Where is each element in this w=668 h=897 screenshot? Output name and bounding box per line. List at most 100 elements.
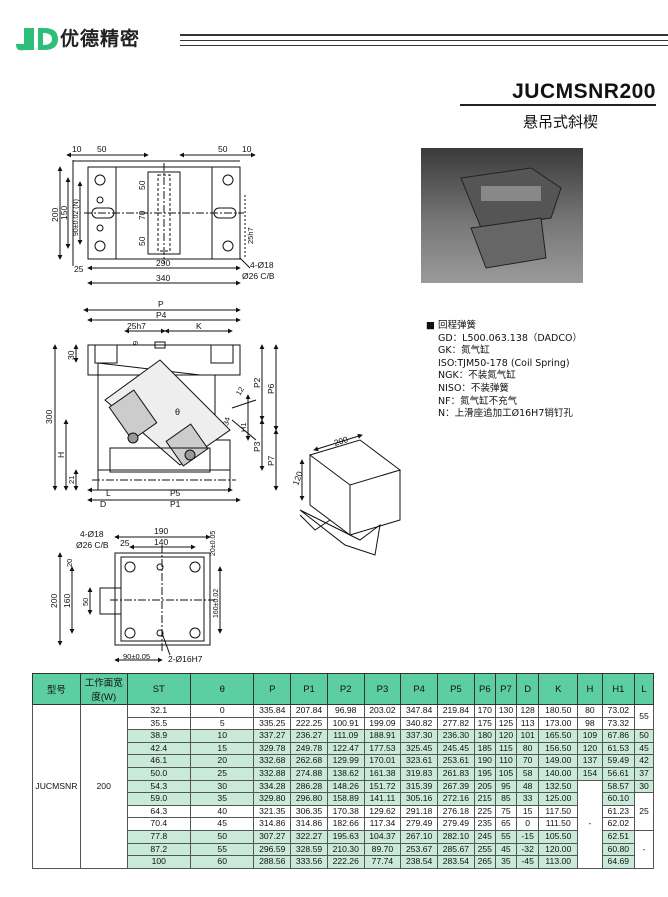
table-cell: 177.53 <box>363 741 402 756</box>
table-cell: 323.61 <box>400 754 439 768</box>
table-header-cell: 型号 <box>32 673 81 705</box>
table-cell: 50.0 <box>126 766 192 781</box>
table-cell: 113 <box>516 716 540 731</box>
table-cell: 10 <box>189 729 255 743</box>
top-dim-50a: 50 <box>97 144 107 154</box>
table-header-cell: 工作面宽度(W) <box>79 673 128 705</box>
l-cell: 25 <box>633 792 655 831</box>
table-cell: 132.50 <box>538 779 579 794</box>
table-cell: 140.00 <box>538 766 579 781</box>
table-cell: 151.72 <box>363 779 402 794</box>
side-dim-L: L <box>106 488 111 498</box>
table-header-cell: P2 <box>326 673 365 705</box>
side-dim-P3: P3 <box>252 441 262 452</box>
bottom-holes: 4-Ø18 <box>80 529 104 539</box>
top-view-drawing <box>57 152 256 286</box>
table-cell: 100 <box>126 855 192 869</box>
table-cell: 285.67 <box>437 842 475 857</box>
table-cell: -32 <box>516 842 540 857</box>
spec-line-2: GD：L500.063.138（DADCO） <box>438 332 582 344</box>
model-title: JUCMSNR200 <box>512 80 656 103</box>
table-cell: 45 <box>494 842 518 857</box>
title-rule <box>460 104 656 106</box>
side-dim-25h7: 25h7 <box>127 321 146 331</box>
table-cell: 219.84 <box>437 704 475 718</box>
table-cell: 55 <box>494 829 518 844</box>
top-dim-50d: 50 <box>137 236 147 246</box>
spec-line-8: N：上滑座追加工Ø16H7销钉孔 <box>438 408 573 420</box>
table-cell: 117.34 <box>363 817 402 831</box>
table-cell: 296.80 <box>290 792 328 806</box>
table-cell: 245.45 <box>437 741 475 756</box>
table-cell: 173.00 <box>538 716 579 731</box>
table-cell: 158.89 <box>326 792 365 806</box>
top-holes: 4-Ø18 <box>250 260 274 270</box>
table-cell: 35 <box>494 855 518 869</box>
table-cell: 50 <box>189 829 255 844</box>
table-cell: 46.1 <box>126 754 192 768</box>
table-cell: 272.16 <box>437 792 475 806</box>
table-cell: 113.00 <box>538 855 579 869</box>
table-cell: 161.38 <box>363 766 402 781</box>
table-cell: 279.49 <box>400 817 439 831</box>
table-cell: 101 <box>516 729 540 743</box>
table-cell: 328.59 <box>290 842 328 857</box>
table-cell: 87.2 <box>126 842 192 857</box>
table-cell: 98 <box>577 716 603 731</box>
table-cell: 120 <box>494 729 518 743</box>
top-dim-25h7: 25h7 <box>246 227 255 244</box>
table-cell: 100.91 <box>326 716 365 731</box>
table-cell: 182.66 <box>326 817 365 831</box>
side-dim-D: D <box>100 499 106 509</box>
table-cell: 322.27 <box>290 829 328 844</box>
table-header-cell: ST <box>126 673 192 705</box>
table-header-cell: θ <box>189 673 255 705</box>
table-cell: 188.91 <box>363 729 402 743</box>
table-cell: 190 <box>473 754 496 768</box>
top-dim-25: 25 <box>74 264 84 274</box>
iso-dim-200: 200 <box>333 434 350 448</box>
table-cell: 55 <box>189 842 255 857</box>
table-cell: 5 <box>189 716 255 731</box>
top-dim-10b: 10 <box>242 144 252 154</box>
table-cell: 337.30 <box>400 729 439 743</box>
table-cell: 296.59 <box>253 842 292 857</box>
bottom-dim-20b: 20 <box>65 559 74 567</box>
top-dim-70: 70 <box>137 210 147 220</box>
table-cell: 199.09 <box>363 716 402 731</box>
table-cell: 332.68 <box>253 754 292 768</box>
top-dim-50c: 50 <box>137 180 147 190</box>
table-cell: 40 <box>189 804 255 819</box>
spec-line-6: NISO：不装弹簧 <box>438 382 509 394</box>
table-header-cell: P5 <box>437 673 475 705</box>
table-header-cell: H1 <box>601 673 635 705</box>
isometric-view-drawing <box>299 433 402 556</box>
table-cell: 70.4 <box>126 817 192 831</box>
spec-line-3: GK：氮气缸 <box>438 345 490 357</box>
brand-name: 优德精密 <box>60 28 141 50</box>
table-header-cell: P3 <box>363 673 402 705</box>
technical-drawings: 10 50 50 10 200 150 90±0.02 (N) 50 70 50… <box>44 144 402 664</box>
table-cell: 60 <box>189 855 255 869</box>
table-cell: 261.83 <box>437 766 475 781</box>
table-cell: 276.18 <box>437 804 475 819</box>
l-cell: 45 <box>633 741 655 756</box>
table-cell: 210.30 <box>326 842 365 857</box>
table-cell: 305.16 <box>400 792 439 806</box>
table-cell: 149.00 <box>538 754 579 768</box>
iso-dim-120: 120 <box>290 470 304 487</box>
side-dim-H: H <box>56 452 66 458</box>
spec-line-5: NGK：不装氮气缸 <box>438 370 516 382</box>
top-dim-340: 340 <box>156 273 170 283</box>
side-dim-P5: P5 <box>170 488 181 498</box>
table-cell: 306.35 <box>290 804 328 819</box>
table-cell: 337.27 <box>253 729 292 743</box>
table-cell: 215 <box>473 792 496 806</box>
product-photo <box>421 148 583 283</box>
table-cell: 80 <box>516 741 540 756</box>
header-rule <box>180 34 668 36</box>
